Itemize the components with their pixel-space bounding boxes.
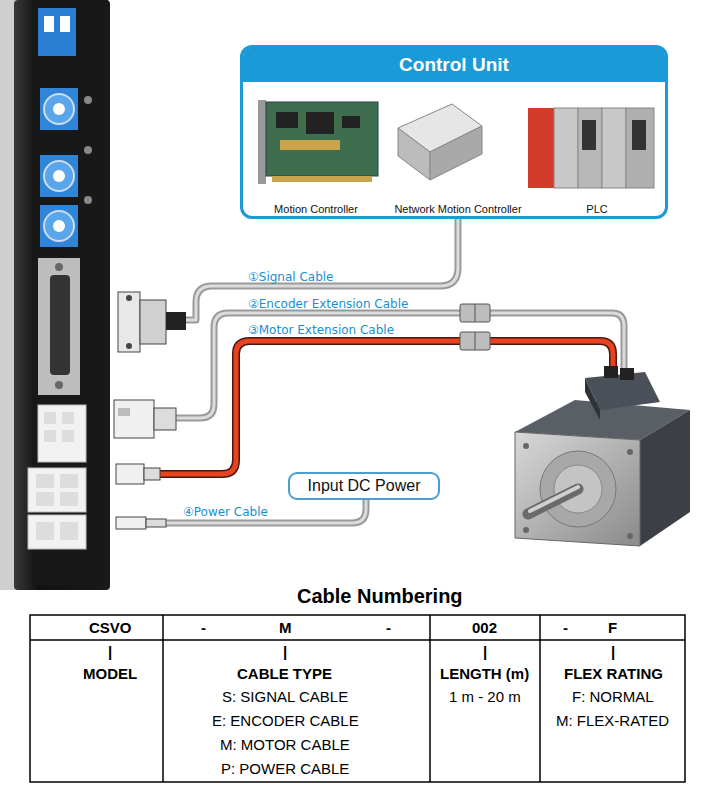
table-cell: M: FLEX-RATED	[556, 712, 669, 729]
table-cell: F: NORMAL	[572, 688, 654, 705]
table-cell: |	[108, 643, 112, 660]
cable-clips	[460, 304, 490, 350]
table-cell: -	[201, 619, 206, 636]
table-cell: -	[563, 619, 568, 636]
table-cell: 002	[472, 619, 497, 636]
node-title: Control Unit	[243, 48, 665, 82]
cable-plugs	[114, 292, 186, 529]
table-cell: CABLE TYPE	[237, 665, 332, 682]
power-source-box: Input DC Power	[288, 472, 440, 500]
cable-label: ③Motor Extension Cable	[248, 323, 394, 337]
table-grid	[30, 615, 685, 782]
table-cell: FLEX RATING	[564, 665, 663, 682]
control-unit-box: Control UnitMotion Controller Network Mot…	[240, 45, 668, 219]
node-title: PLC	[586, 202, 607, 216]
table-cell: MODEL	[83, 665, 137, 682]
controller-item: Network Motion Controller	[383, 98, 533, 216]
table-cell: M	[279, 619, 292, 636]
controller-item: PLC	[533, 98, 661, 216]
table-cell: M: MOTOR CABLE	[220, 736, 350, 753]
table-title: Cable Numbering	[297, 585, 463, 608]
controller-item: Motion Controller	[251, 98, 381, 216]
node-title: Network Motion Controller	[394, 202, 521, 216]
node-title: Motion Controller	[274, 202, 358, 216]
table-cell: F	[608, 619, 617, 636]
table-cell: LENGTH (m)	[440, 665, 529, 682]
cable-label: ④Power Cable	[183, 505, 268, 519]
cable-label: ①Signal Cable	[248, 270, 334, 284]
servo-motor	[515, 366, 690, 546]
cable-label: ②Encoder Extension Cable	[248, 297, 408, 311]
table-cell: |	[483, 643, 487, 660]
controller-pictures	[258, 100, 654, 188]
table-cell: |	[283, 643, 287, 660]
table-cell: S: SIGNAL CABLE	[222, 688, 348, 705]
table-cell: -	[386, 619, 391, 636]
table-cell: CSVO	[89, 619, 132, 636]
table-cell: 1 m - 20 m	[449, 688, 521, 705]
table-cell: E: ENCODER CABLE	[212, 712, 359, 729]
node-title: Input DC Power	[308, 477, 421, 495]
driver-panel	[0, 0, 110, 590]
table-cell: |	[611, 643, 615, 660]
table-cell: P: POWER CABLE	[221, 760, 349, 777]
